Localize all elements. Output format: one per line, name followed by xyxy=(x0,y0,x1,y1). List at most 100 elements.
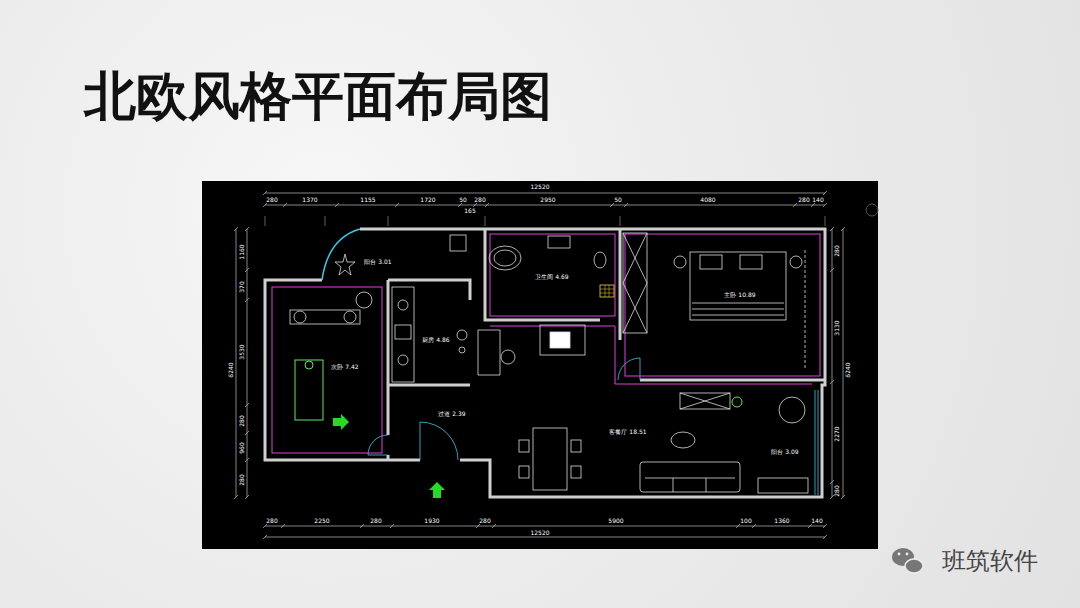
furniture xyxy=(548,236,570,248)
dimension-lines xyxy=(265,537,825,538)
dimension-text: 280 xyxy=(478,518,491,524)
room-label: 次卧 7.42 xyxy=(330,364,359,370)
dimension-text: 280 xyxy=(797,197,810,203)
room-label: 阳台 3.09 xyxy=(770,449,799,455)
dimension-lines xyxy=(236,229,237,497)
entrance-arrow xyxy=(429,482,445,498)
dimension-text: 165 xyxy=(463,208,476,214)
dimension-text: 280 xyxy=(834,484,840,497)
furniture xyxy=(623,233,647,333)
furniture xyxy=(692,303,784,315)
room-label: 厨房 4.86 xyxy=(421,337,450,343)
furniture xyxy=(478,330,500,375)
dimension-lines xyxy=(265,193,825,194)
furniture xyxy=(392,287,414,382)
dimension-text: 12520 xyxy=(529,184,550,190)
dimension-text: 1360 xyxy=(773,518,790,524)
cad-canvas xyxy=(202,181,878,549)
dimension-text: 4080 xyxy=(699,197,716,203)
furniture xyxy=(294,311,306,323)
watermark-text: 班筑软件 xyxy=(942,549,1038,573)
dimension-text: 280 xyxy=(239,473,245,486)
dimension-lines xyxy=(843,229,844,497)
dimension-text: 280 xyxy=(834,244,840,257)
furniture xyxy=(457,330,467,340)
door-swings xyxy=(420,422,458,460)
dimension-text: 370 xyxy=(239,280,245,293)
furniture xyxy=(640,462,740,492)
room-label: 阳台 3.01 xyxy=(363,259,392,265)
furniture xyxy=(450,235,466,251)
dimension-text: 100 xyxy=(739,518,752,524)
room-label: 过道 2.39 xyxy=(437,411,466,417)
dimension-text: 12520 xyxy=(529,530,550,536)
furniture xyxy=(779,397,805,423)
furniture xyxy=(398,300,408,310)
dimension-text: 1370 xyxy=(301,197,318,203)
room-outlines xyxy=(490,234,615,316)
dimension-lines xyxy=(234,191,845,539)
dimension-text: 3130 xyxy=(834,319,840,336)
room-outlines xyxy=(490,326,812,384)
furniture xyxy=(494,250,516,266)
furniture xyxy=(805,250,806,370)
door-swings xyxy=(815,390,818,495)
treadmill xyxy=(295,360,323,420)
dimension-text: 6240 xyxy=(228,361,234,378)
dimension-lines xyxy=(234,191,845,539)
door-swings xyxy=(368,435,388,455)
furniture xyxy=(790,256,802,268)
shower-drain xyxy=(600,285,614,297)
door-arrow xyxy=(333,414,349,430)
furniture xyxy=(594,252,606,268)
slide-title: 北欧风格平面布局图 xyxy=(84,68,552,125)
furniture xyxy=(290,233,808,493)
walls xyxy=(265,229,825,497)
room-label: 客餐厅 18.51 xyxy=(608,429,647,435)
dimension-lines xyxy=(265,526,825,527)
furniture xyxy=(758,478,808,493)
furniture xyxy=(550,332,570,348)
furniture xyxy=(645,478,735,492)
room-label: 卫生间 4.69 xyxy=(534,274,569,280)
furniture xyxy=(680,393,730,409)
furniture xyxy=(540,325,585,355)
furniture xyxy=(571,466,581,478)
dimension-text: 960 xyxy=(239,441,245,454)
room-label: 主卧 10.89 xyxy=(723,292,756,298)
plant-symbol xyxy=(732,397,742,407)
walls xyxy=(388,229,825,460)
dimension-text: 2270 xyxy=(834,425,840,442)
dimension-text: 6240 xyxy=(845,361,851,378)
dimension-lines xyxy=(265,216,825,226)
door-swings xyxy=(618,358,640,380)
furniture xyxy=(459,347,465,353)
furniture xyxy=(740,255,762,269)
walls xyxy=(265,229,825,497)
dimension-lines xyxy=(263,203,827,207)
dimension-text: 280 xyxy=(473,197,486,203)
furniture xyxy=(700,255,722,269)
furniture xyxy=(344,311,356,323)
scroll-icon xyxy=(866,204,878,216)
furniture xyxy=(356,292,372,308)
furniture xyxy=(671,432,695,448)
dimension-text: 50 xyxy=(613,197,623,203)
door-swings xyxy=(368,358,818,495)
plant-symbol xyxy=(335,254,355,275)
dimension-text: 2250 xyxy=(313,518,330,524)
dimension-lines xyxy=(263,524,827,528)
shower-grid xyxy=(600,285,614,297)
dimension-lines xyxy=(245,227,249,499)
dimension-text: 2950 xyxy=(539,197,556,203)
furniture xyxy=(519,440,529,452)
furniture xyxy=(674,256,686,268)
dimension-lines xyxy=(830,227,834,499)
furniture xyxy=(690,252,786,320)
dimension-text: 1930 xyxy=(423,518,440,524)
room-outlines xyxy=(625,234,820,376)
furniture xyxy=(571,440,581,452)
dimension-lines xyxy=(265,205,825,206)
dimension-text: 280 xyxy=(265,197,278,203)
